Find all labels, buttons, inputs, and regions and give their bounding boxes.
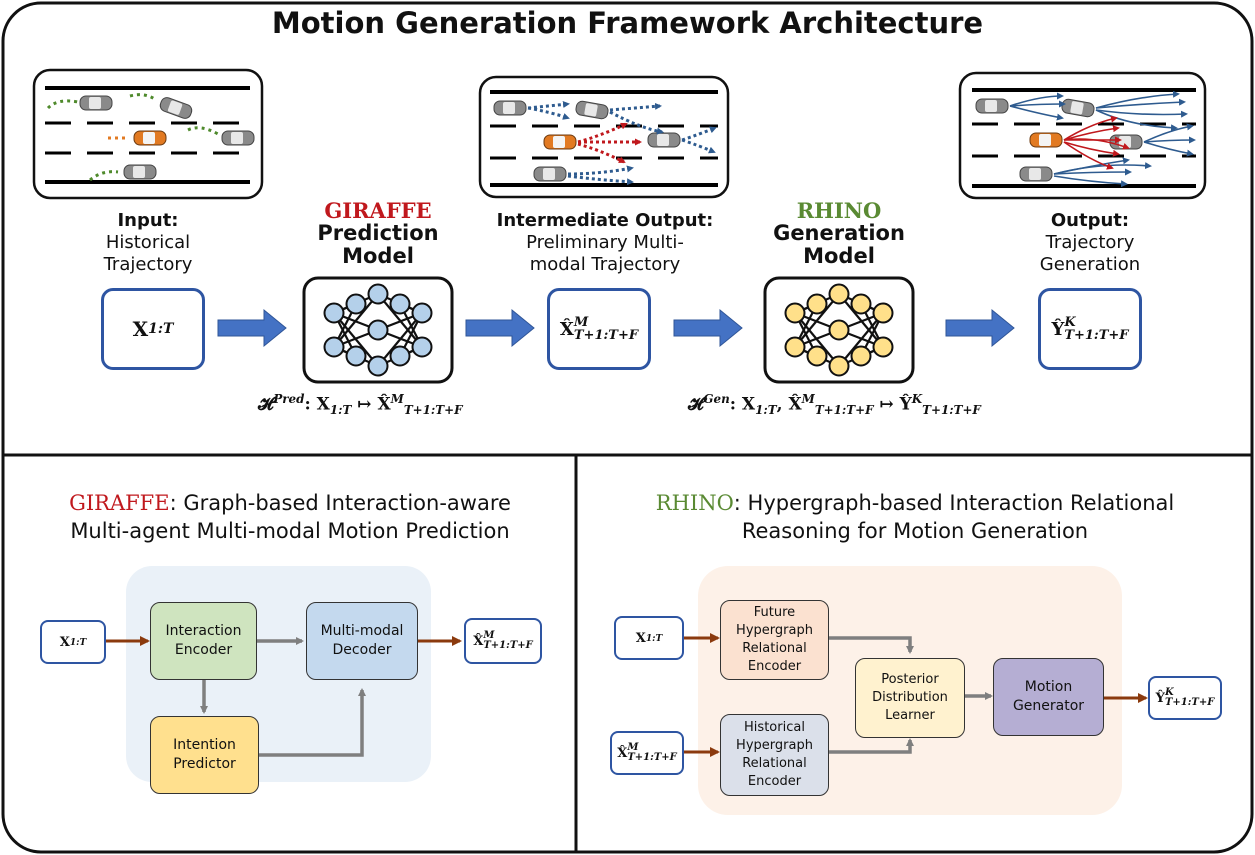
output-heading: Output:: [1050, 210, 1130, 231]
intermediate-heading: Intermediate Output:: [496, 210, 714, 231]
output-scene-image: [958, 71, 1207, 200]
giraffe-network-node: [389, 345, 411, 367]
rhino-network-edge: [838, 312, 884, 367]
historical-to-posterior-arrow: [829, 738, 914, 754]
input-to-giraffe-arrow: [217, 308, 287, 348]
rhino-network-node: [872, 302, 894, 324]
giraffe-to-intermediate-arrow: [465, 308, 535, 348]
input-caption: Input: Historical Trajectory: [58, 210, 238, 276]
intermediate-to-rhino-arrow: [673, 308, 743, 348]
rhino-network-node: [850, 345, 872, 367]
giraffe-network-node: [367, 319, 389, 341]
giraffe-network-node: [323, 302, 345, 324]
rhino-name: RHINO: [796, 198, 882, 223]
rhino-network-node: [828, 283, 850, 305]
giraffe-network-node: [389, 293, 411, 315]
pipeline-arrows: [217, 308, 1015, 348]
rhino-panel-title: RHINO: Hypergraph-based Interaction Rela…: [655, 491, 1175, 543]
future-to-posterior-arrow: [829, 636, 914, 654]
intermediate-scene-image: [478, 75, 730, 199]
generation-equation: 𝓗Gen: X1:T, X̂MT+1:T+F ↦ ŶKT+1:T+F: [688, 392, 981, 418]
giraffe-model-label: GIRAFFE Prediction Model: [290, 199, 466, 268]
giraffe-network-node: [411, 336, 433, 358]
input-line2: Trajectory: [103, 254, 193, 275]
giraffe-network-node: [323, 336, 345, 358]
output-line2: Generation: [1039, 254, 1141, 275]
output-line1: Trajectory: [1045, 232, 1135, 253]
page-title: Motion Generation Framework Architecture: [271, 6, 984, 40]
intermediate-line2: modal Trajectory: [529, 254, 681, 275]
output-caption: Output: Trajectory Generation: [1000, 210, 1180, 276]
input-line1: Historical: [105, 232, 191, 253]
input-scene-image: [32, 68, 264, 200]
rhino-network-node: [872, 336, 894, 358]
giraffe-network-node: [367, 283, 389, 305]
intermediate-line1: Preliminary Multi-: [526, 232, 684, 253]
rhino-network-node: [828, 319, 850, 341]
giraffe-line1: Prediction: [317, 221, 439, 245]
rhino-network-icon: [784, 283, 894, 377]
giraffe-name: GIRAFFE: [324, 198, 432, 223]
giraffe-network-edge: [377, 312, 423, 367]
giraffe-network-node: [345, 293, 367, 315]
intention-to-decoder-arrow: [259, 688, 366, 757]
rhino-network-node: [806, 345, 828, 367]
giraffe-panel-title: GIRAFFE: Graph-based Interaction-aware M…: [69, 491, 511, 543]
rhino-network-node: [850, 293, 872, 315]
rhino-model-label: RHINO Generation Model: [751, 199, 927, 268]
rhino-network-edge: [794, 293, 840, 348]
giraffe-network-node: [411, 302, 433, 324]
rhino-network-node: [828, 355, 850, 377]
giraffe-network-edge: [333, 293, 379, 348]
giraffe-network-node: [345, 345, 367, 367]
giraffe-network-icon: [323, 283, 433, 377]
rhino-line2: Model: [803, 244, 875, 268]
rhino-to-output-arrow: [945, 308, 1015, 348]
rhino-line1: Generation: [773, 221, 905, 245]
giraffe-line2: Model: [342, 244, 414, 268]
rhino-network-node: [784, 302, 806, 324]
input-heading: Input:: [117, 210, 179, 231]
prediction-equation: 𝓗Pred: X1:T ↦ X̂MT+1:T+F: [258, 392, 463, 418]
intermediate-caption: Intermediate Output: Preliminary Multi- …: [470, 210, 740, 276]
rhino-network-node: [784, 336, 806, 358]
giraffe-network-node: [367, 355, 389, 377]
rhino-network-node: [806, 293, 828, 315]
